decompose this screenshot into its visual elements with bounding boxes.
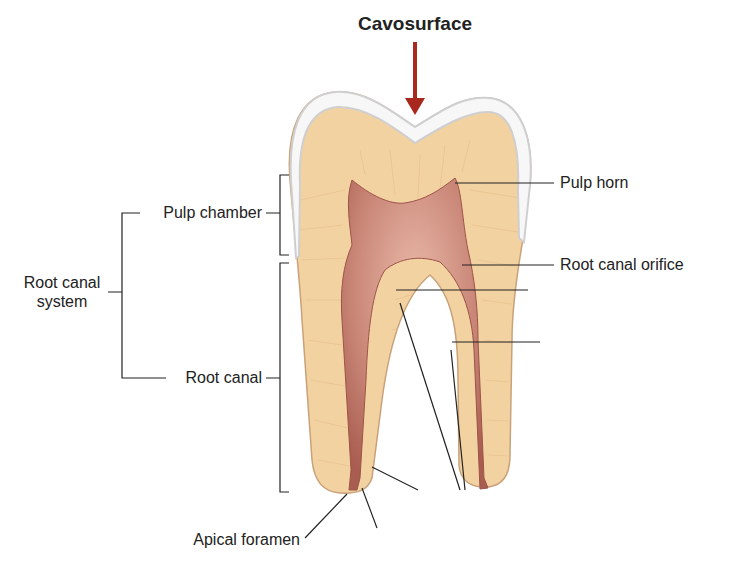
arrowhead xyxy=(405,98,425,115)
dentin-texture xyxy=(298,140,520,466)
leader-line xyxy=(462,264,554,265)
part-label: Root canal xyxy=(186,368,263,387)
bracket xyxy=(266,175,289,255)
group-label: Root canal system xyxy=(12,273,112,311)
leader-line xyxy=(452,341,540,342)
bracket xyxy=(266,263,289,492)
pulp xyxy=(341,178,488,490)
bracket xyxy=(108,213,166,378)
dentin xyxy=(289,92,530,493)
part-label: Root canal orifice xyxy=(560,255,684,274)
part-label: Pulp horn xyxy=(560,173,629,192)
title-label: Cavosurface xyxy=(358,13,472,36)
leader-line xyxy=(400,303,460,490)
leader-line xyxy=(362,488,377,528)
leader-line xyxy=(396,289,528,290)
leader-line xyxy=(305,494,347,538)
leader-line xyxy=(451,350,465,490)
leader-line xyxy=(455,182,554,183)
leader-line xyxy=(372,467,418,490)
pointer-arrow xyxy=(413,42,417,100)
part-label: Pulp chamber xyxy=(163,203,262,222)
part-label: Apical foramen xyxy=(193,530,300,549)
